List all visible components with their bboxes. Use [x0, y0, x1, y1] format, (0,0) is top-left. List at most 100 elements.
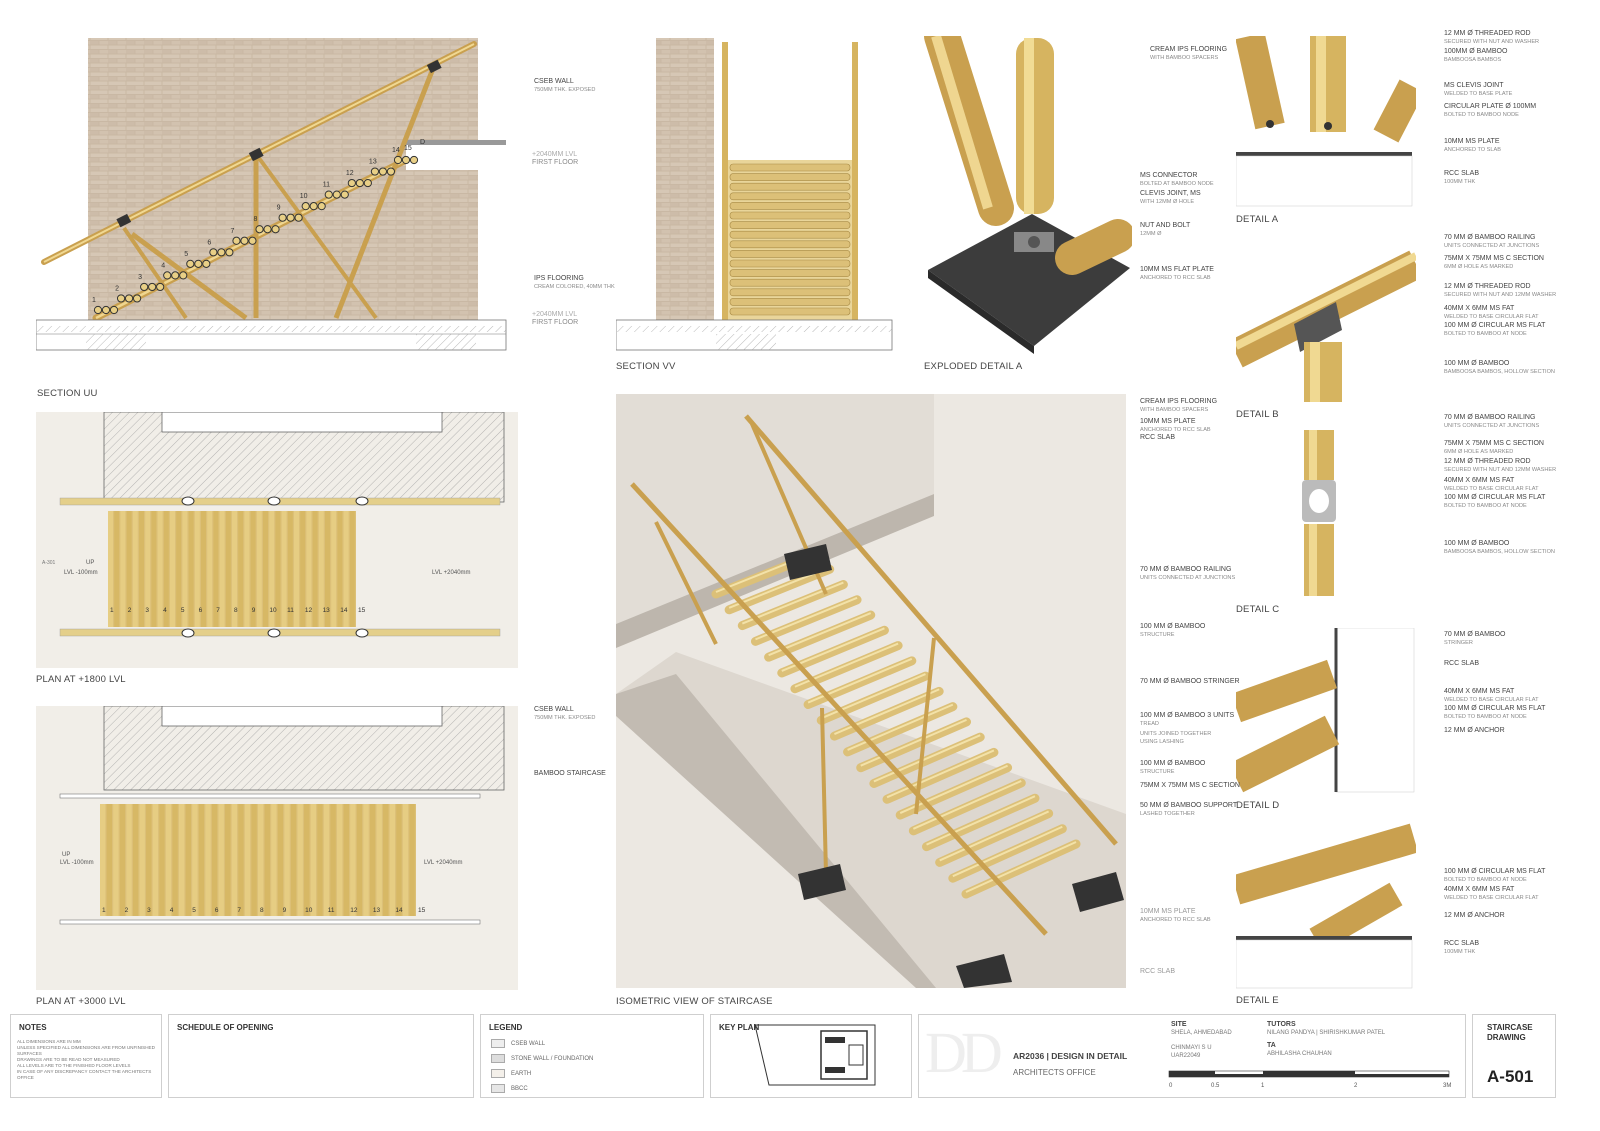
- plan-culm: [277, 804, 284, 916]
- tread-culm: [271, 225, 280, 234]
- plan-culm: [281, 511, 287, 627]
- project-box: DD AR2036 | DESIGN IN DETAIL ARCHITECTS …: [918, 1014, 1466, 1098]
- plan-culm: [194, 511, 200, 627]
- plan-culm: [225, 804, 231, 916]
- office-name: ARCHITECTS OFFICE: [1013, 1068, 1096, 1077]
- section-vv: [616, 36, 896, 356]
- plan-culm: [300, 511, 306, 627]
- tread-culm: [729, 211, 851, 220]
- tread-culm: [186, 259, 195, 268]
- plan-culm: [218, 804, 224, 916]
- tread-culm: [255, 225, 264, 234]
- plan-culm: [238, 804, 244, 916]
- plan-step-number: 5: [181, 607, 185, 614]
- plan-culm: [317, 804, 323, 916]
- tread-culm: [294, 213, 303, 222]
- plan-1800-culms: [108, 511, 355, 627]
- isometric-drawing: [616, 394, 1126, 988]
- tread-culm: [209, 248, 218, 257]
- plan-step-number: 9: [252, 607, 256, 614]
- section-marker[interactable]: A-301: [42, 560, 56, 566]
- tread-culm: [347, 178, 356, 188]
- section-vv-drawing: [616, 38, 893, 351]
- plan-step-number: 7: [237, 907, 241, 914]
- plan-culm: [402, 804, 409, 916]
- step-number: 3: [138, 274, 142, 281]
- plan-culm: [287, 511, 293, 627]
- step-number: 10: [300, 193, 308, 200]
- plan-culm: [312, 511, 318, 627]
- plan-culm: [238, 511, 244, 627]
- exploded-detail-a-drawing: [924, 36, 1132, 354]
- plan-culm: [290, 804, 297, 916]
- plan-step-number: 6: [199, 607, 203, 614]
- plan-culm: [318, 511, 324, 627]
- plan-culm: [369, 804, 376, 916]
- plan-step-number: 5: [192, 907, 196, 914]
- plan-1800-up-label: UP: [86, 560, 95, 566]
- step-number: 8: [254, 216, 258, 223]
- tread-culm: [729, 173, 851, 181]
- exploded-detail-a: [922, 36, 1132, 356]
- step-number: 5: [184, 251, 188, 258]
- tread-culm: [340, 190, 349, 199]
- plan-culm: [205, 804, 211, 916]
- plan-culm: [192, 804, 198, 916]
- section-uu-note-1: +2040mm lvlFirst Floor: [532, 151, 579, 166]
- plan-culm: [172, 804, 178, 916]
- site-label: SITE: [1171, 1021, 1187, 1028]
- detail-c-drawing: [1302, 430, 1336, 596]
- step-number: 2: [115, 285, 119, 292]
- tread-culm: [179, 271, 188, 280]
- student-id: UAR22049: [1171, 1053, 1201, 1059]
- tread-culm: [729, 278, 851, 287]
- tutors-label: TUTORS: [1267, 1021, 1296, 1028]
- plan-culm: [151, 511, 157, 627]
- tread-culm: [225, 248, 234, 257]
- plan-culm: [232, 511, 237, 627]
- key-plan-heading: KEY PLAN: [719, 1023, 760, 1032]
- plan-culm: [356, 804, 363, 916]
- tutors-value: NILANG PANDYA | SHIRISHKUMAR PATEL: [1267, 1030, 1386, 1036]
- scale-tick-1: 0.5: [1211, 1083, 1220, 1089]
- detail-c-title: DETAIL C: [1236, 604, 1280, 615]
- plan-culm: [389, 804, 396, 916]
- key-plan-box: KEY PLAN: [710, 1014, 912, 1098]
- plan-culm: [185, 804, 191, 916]
- plan-1800-lvl-right: LVL +2040mm: [432, 570, 471, 576]
- plan-culm: [198, 804, 205, 916]
- plan-3000-lvl-right: LVL +2040mm: [424, 860, 463, 866]
- plan-3000-title: PLAN AT +3000 LVL: [36, 996, 126, 1007]
- plan-1800-title: PLAN AT +1800 LVL: [36, 674, 126, 685]
- step-number: 13: [369, 159, 377, 166]
- plan-culm: [120, 511, 126, 627]
- plan-3000-note-1: BAMBOO STAIRCASE: [534, 770, 606, 777]
- iso-tread-highlight: [886, 749, 995, 799]
- iso-note-9: 75MM X 75MM MS C SECTION: [1140, 782, 1240, 789]
- plan-culm: [244, 804, 251, 916]
- plan-step-number: 1: [102, 907, 106, 914]
- plan-step-number: 8: [260, 907, 264, 914]
- tread-culm: [116, 294, 126, 303]
- plan-culm: [225, 511, 231, 627]
- ta-label: TA: [1267, 1042, 1276, 1049]
- plan-culm: [106, 804, 112, 916]
